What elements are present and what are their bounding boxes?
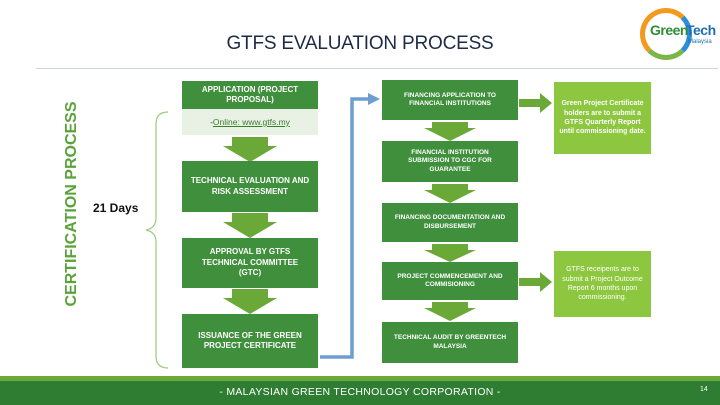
application-link-row: - Online: www.gtfs.my: [182, 109, 318, 135]
connector-line: [320, 97, 370, 359]
application-dash: -: [210, 117, 213, 127]
gtfs-website-link[interactable]: Online: www.gtfs.my: [212, 117, 290, 127]
fi-submission-box: FINANCIAL INSTITUTION SUBMISSION TO CGC …: [382, 141, 518, 182]
certificate-issuance-box: ISSUANCE OF THE GREEN PROJECT CERTIFICAT…: [182, 314, 318, 368]
application-box: APPLICATION (PROJECT PROPOSAL) - Online:…: [182, 81, 318, 135]
financing-application-box: FINANCING APPLICATION TO FINANCIAL INSTI…: [382, 80, 518, 120]
arrow-note-2: [519, 272, 552, 292]
financing-documentation-box: FINANCING DOCUMENTATION AND DISBURSEMENT: [382, 203, 518, 242]
logo-tech-text: Tech: [686, 22, 716, 38]
arrow-right-1: [424, 122, 476, 141]
logo-green-text: Green: [650, 22, 688, 38]
logo-sub-text: Malaysia: [688, 39, 712, 45]
arrow-right-3: [424, 244, 476, 262]
arrow-note-1: [519, 93, 552, 113]
technical-evaluation-box: TECHNICAL EVALUATION AND RISK ASSESSMENT: [182, 161, 318, 212]
arrow-left-2: [223, 213, 277, 238]
arrow-left-1: [223, 137, 277, 162]
page-title: GTFS EVALUATION PROCESS: [226, 33, 494, 54]
arrow-right-4: [424, 302, 476, 321]
duration-label: 21 Days: [93, 201, 139, 215]
approval-gtc-box: APPROVAL BY GTFS TECHNICAL COMMITTEE (GT…: [182, 238, 318, 288]
title-divider: [36, 68, 718, 69]
technical-audit-box: TECHNICAL AUDIT BY GREENTECH MALAYSIA: [382, 322, 518, 363]
logo-ring-icon: [640, 8, 692, 60]
greentech-logo: Green Tech Malaysia: [638, 8, 716, 62]
project-commencement-box: PROJECT COMMENCEMENT AND COMMISIONING: [382, 262, 518, 300]
footer-text: - MALAYSIAN GREEN TECHNOLOGY CORPORATION…: [219, 386, 501, 398]
page-number: 14: [700, 386, 708, 393]
application-title: APPLICATION (PROJECT PROPOSAL): [182, 81, 318, 109]
connector-arrowhead: [368, 93, 380, 105]
arrow-right-2: [424, 184, 476, 203]
footer-band: [0, 381, 720, 405]
left-brace: [145, 111, 169, 369]
arrow-left-3: [223, 289, 277, 314]
outcome-report-note: GTFS receipents are to submit a Project …: [554, 251, 651, 317]
quarterly-report-note: Green Project Certificate holders are to…: [554, 82, 651, 154]
footer-accent-bar: [0, 376, 720, 381]
